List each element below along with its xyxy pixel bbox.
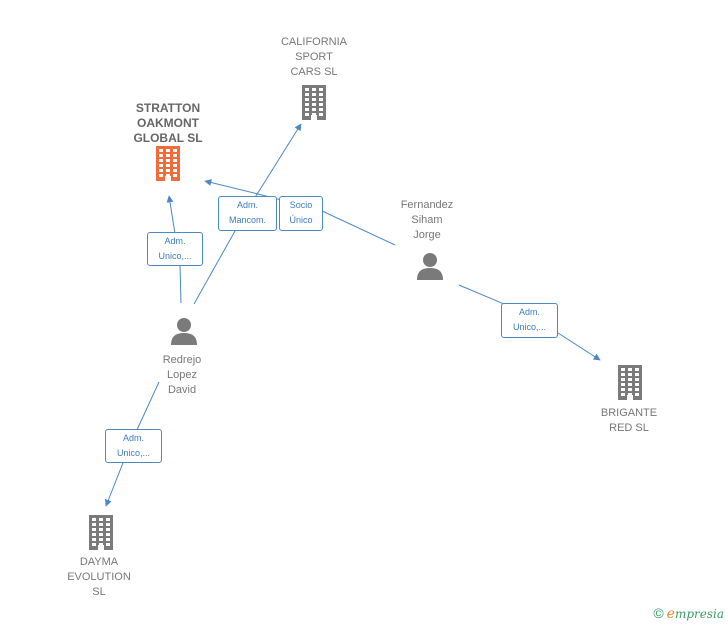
building-icon[interactable]	[298, 84, 330, 125]
node-label-line: Redrejo	[162, 354, 202, 366]
person-icon[interactable]	[169, 316, 199, 351]
node-label-line: Siham	[411, 214, 443, 226]
node-label-line: CALIFORNIA	[280, 36, 347, 48]
building-icon[interactable]	[152, 145, 184, 186]
node-label-line: CARS SL	[290, 66, 338, 78]
role-badge-line: Adm.	[518, 307, 540, 317]
node-label-line: Fernandez	[400, 199, 454, 211]
role-badge[interactable]: Adm. Mancom.	[218, 196, 277, 231]
node-label-line: GLOBAL SL	[133, 131, 203, 145]
node-label-line: SPORT	[295, 51, 333, 63]
role-badge-line: Unico,...	[116, 448, 150, 458]
role-badge-line: Adm.	[164, 236, 186, 246]
node-label-line: RED SL	[609, 422, 649, 434]
node-label-line: BRIGANTE	[600, 407, 658, 419]
role-badge-line: Adm.	[122, 433, 144, 443]
role-badge-line: Único	[289, 215, 313, 225]
building-icon[interactable]	[85, 514, 117, 555]
node-label-line: SL	[92, 586, 106, 598]
role-badge-line: Adm.	[236, 200, 258, 210]
role-badge[interactable]: Adm. Unico,...	[147, 232, 203, 266]
role-badge[interactable]: Adm. Unico,...	[501, 303, 558, 338]
building-icon[interactable]	[614, 364, 646, 405]
node-label[interactable]: CALIFORNIA SPORT CARS SL	[259, 35, 369, 80]
brand-initial: e	[666, 606, 675, 622]
copyright-icon: ©	[653, 605, 664, 621]
node-label-line: STRATTON	[135, 101, 201, 115]
node-label[interactable]: DAYMA EVOLUTION SL	[44, 555, 154, 600]
role-badge-line: Socio	[289, 200, 313, 210]
role-badge-line: Unico,...	[158, 251, 192, 261]
role-badge-line: Unico,...	[512, 322, 546, 332]
node-label[interactable]: BRIGANTE RED SL	[574, 406, 684, 436]
role-badge[interactable]: Adm. Unico,...	[105, 429, 162, 463]
node-label-line: EVOLUTION	[67, 571, 131, 583]
node-label-line: OAKMONT	[137, 116, 199, 130]
node-label-line: Jorge	[413, 229, 441, 241]
empresia-brand[interactable]: ©empresia	[653, 605, 724, 622]
brand-name: mpresia	[674, 607, 724, 621]
node-label-line: Lopez	[167, 369, 197, 381]
person-icon[interactable]	[415, 251, 445, 286]
node-label-line: DAYMA	[79, 556, 119, 568]
node-label-line: David	[167, 384, 197, 396]
role-badge-line: Mancom.	[228, 215, 266, 225]
